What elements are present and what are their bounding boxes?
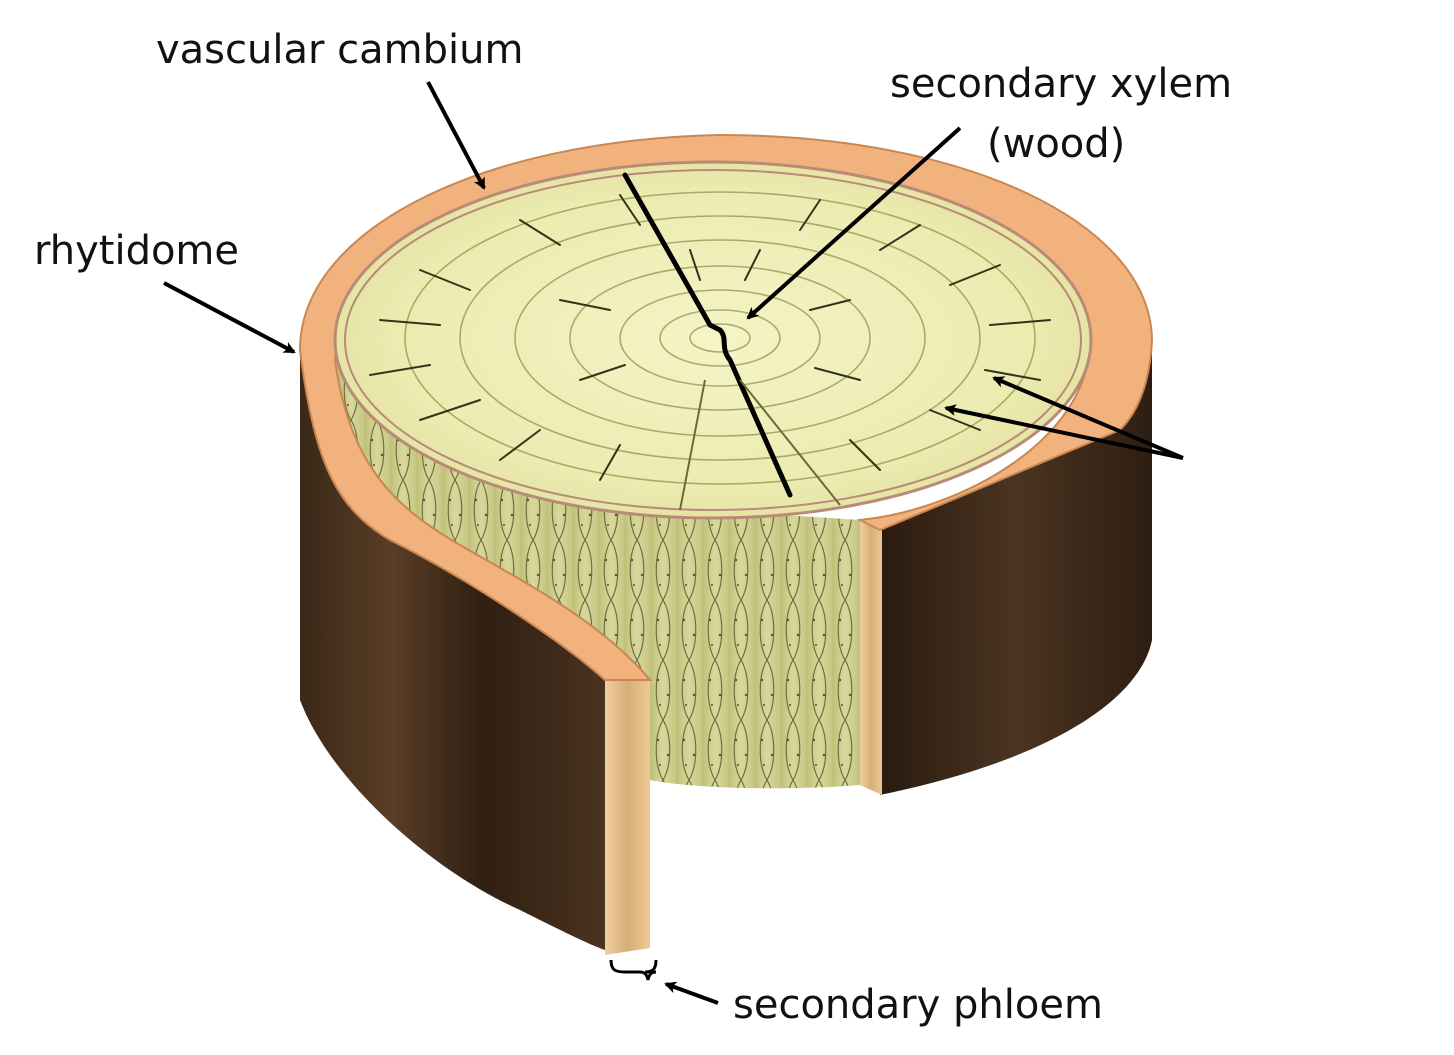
label-rhytidome: rhytidome [34, 228, 239, 274]
vascular-cambium-line [344, 169, 1082, 511]
arrow-secondary-xylem [746, 126, 962, 320]
bark-right-wall [880, 340, 1152, 795]
cut-wood-strip-right [860, 520, 882, 795]
wood-rays [369, 194, 1051, 481]
label-secondary-xylem: secondary xylem [890, 61, 1233, 107]
arrow-secondary-phloem [664, 981, 719, 1005]
growth-rings [404, 191, 1036, 485]
face-cut-lines [622, 172, 793, 498]
phloem-cell-region [335, 360, 860, 789]
cut-wood-strip-front [605, 680, 650, 955]
label-secondary-xylem-note: (wood) [987, 121, 1126, 167]
label-secondary-phloem: secondary phloem [733, 982, 1103, 1028]
arrow-rays-lower [944, 404, 1184, 460]
arrow-rhytidome [163, 281, 296, 354]
phloem-bracket [609, 959, 658, 981]
arrow-vascular-cambium [426, 81, 486, 190]
annotation-arrows [163, 81, 1184, 1005]
label-vascular-cambium: vascular cambium [156, 27, 524, 73]
bark-left-wall [300, 350, 605, 950]
face-wedge-lines [679, 379, 841, 511]
arrow-rays-upper [992, 376, 1184, 460]
